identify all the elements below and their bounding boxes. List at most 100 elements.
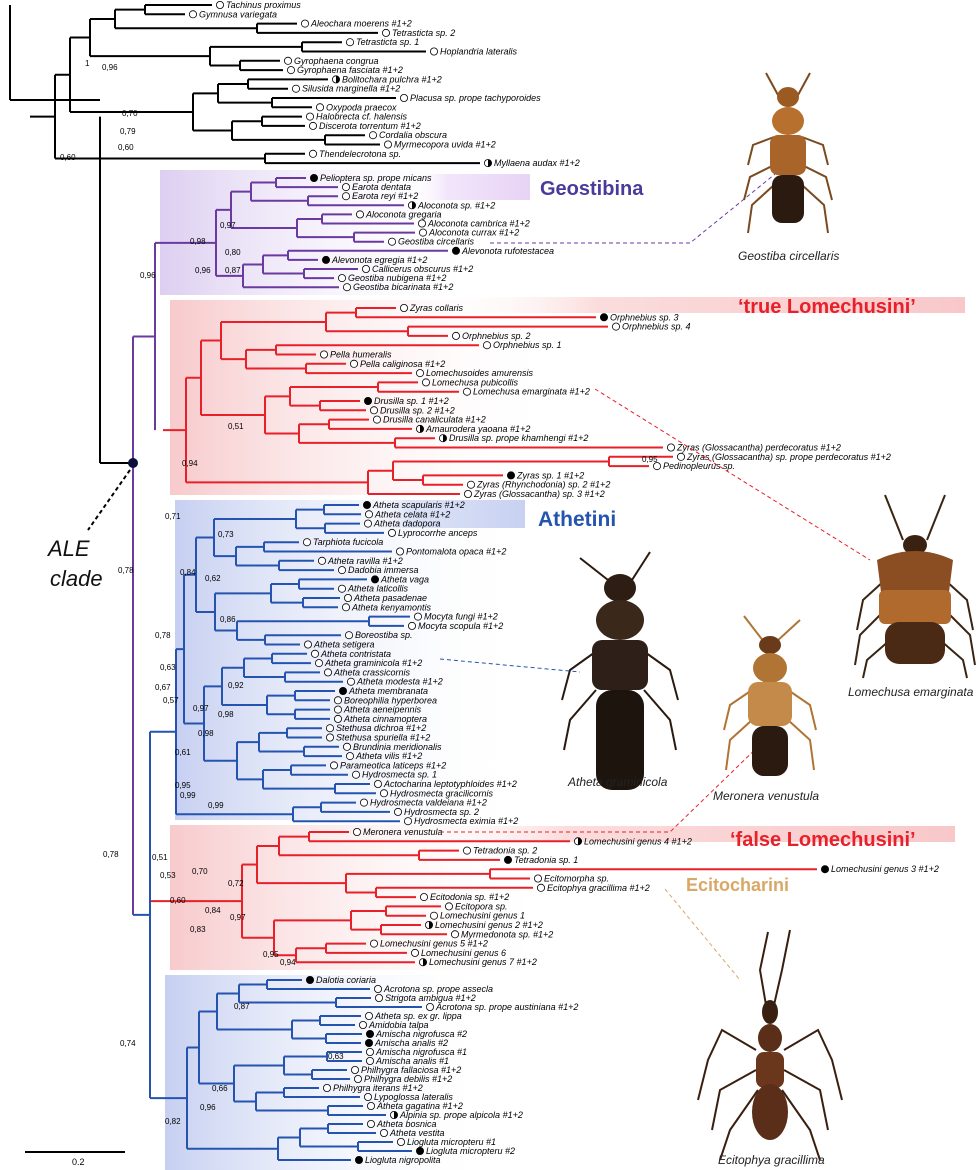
symbol-open-icon [369,406,378,415]
symbol-filled-icon [321,255,330,264]
tip-label: Zyras (Glossacantha) sp. prope perdecora… [686,452,891,462]
symbol-open-icon [345,38,354,47]
tip-athetini-27: Atheta vilis #1+2 [345,751,422,761]
tip-athetini-23: Atheta cinnamoptera [333,714,427,724]
tip-label: Zyras (Glossacantha) sp. 3 #1+2 [473,489,605,499]
tip-athetini2-19: Liogluta micropteru #2 [415,1146,515,1156]
symbol-open-icon [325,724,334,733]
tip-label: Tetrasticta sp. 1 [356,37,419,47]
support-value: 0,86 [220,615,236,624]
tip-label: Atheta sp. ex gr. lippa [374,1011,462,1021]
symbol-open-icon [379,789,388,798]
tip-true_lomechusini-5: Pella humeralis [319,350,392,360]
tip-true_lomechusini-15: Zyras (Glossacantha) perdecoratus #1+2 [667,443,841,453]
tip-true_lomechusini-8: Lomechusa pubicollis [421,377,519,387]
tip-geostibina-6: Aloconota currax #1+2 [418,228,519,238]
tip-geostibina-12: Geostiba bicarinata #1+2 [342,282,453,292]
tip-athetini2-10: Philhygra fallaciosa #1+2 [350,1065,461,1075]
symbol-open-icon [286,66,295,75]
tip-athetini2-0: Dalotia coriaria [305,975,376,985]
tip-athetini-10: Atheta pasadenae [343,593,427,603]
symbol-open-icon [345,752,354,761]
tip-false_lomechusini-7: Ecitodonia sp. #1+2 [419,892,509,902]
tip-label: Pelioptera sp. prope micans [320,173,432,183]
tip-label: Gyrophaena congrua [294,56,379,66]
tip-label: Atheta scapularis #1+2 [372,500,465,510]
support-value: 0,78 [155,631,171,640]
tip-label: Gyrophaena fasciata #1+2 [297,65,403,75]
symbol-filled-icon [600,313,609,322]
tip-label: Orphnebius sp. 3 [610,312,679,322]
tip-label: Boreophilia hyperborea [344,695,437,705]
symbol-open-icon [341,183,350,192]
tip-athetini-2: Atheta dadopora [363,519,441,529]
symbol-open-icon [374,994,383,1003]
tip-label: Hydrosmecta sp. 2 [404,807,479,817]
symbol-open-icon [363,1093,372,1102]
tip-athetini-22: Atheta aeneipennis [333,705,422,715]
symbol-open-icon [399,94,408,103]
symbol-open-icon [373,985,382,994]
tip-athetini-12: Mocyta fungi #1+2 [413,612,498,622]
support-value: 0,60 [60,153,76,162]
tip-label: Stethusa dichroa #1+2 [336,723,426,733]
tip-basal-2: Aleochara moerens #1+2 [300,19,412,29]
symbol-open-icon [372,415,381,424]
tip-false_lomechusini-10: Lomechusini genus 2 #1+2 [424,920,543,930]
symbol-open-icon [325,733,334,742]
tip-label: Acrotona sp. prope assecla [383,984,493,994]
symbol-open-icon [368,131,377,140]
tip-false_lomechusini-14: Lomechusini genus 7 #1+2 [418,957,537,967]
support-value: 0,87 [225,266,241,275]
tip-false_lomechusini-9: Lomechusini genus 1 [429,911,525,921]
tip-athetini-7: Dadobia immersa [337,565,419,575]
tip-label: Ecitomorpha sp. [544,874,609,884]
tip-label: Myllaena audax #1+2 [494,158,580,168]
ale-node-marker [128,458,138,468]
tip-basal-5: Hoplandria lateralis [429,47,518,57]
tip-basal-17: Myllaena audax #1+2 [483,158,580,168]
symbol-open-icon [337,566,346,575]
symbol-open-icon [314,659,323,668]
tip-athetini2-1: Acrotona sp. prope assecla [373,984,493,994]
tip-label: Atheta vaga [380,574,429,584]
tip-geostibina-3: Aloconota sp. #1+2 [407,200,495,210]
support-value: 0,73 [218,530,234,539]
tip-label: Liogluta micropteru #1 [407,1137,496,1147]
tip-athetini-30: Actocharina leptotyphloides #1+2 [373,779,517,789]
tip-label: Atheta vestita [389,1128,445,1138]
symbol-open-icon [323,668,332,677]
symbol-open-icon [349,359,358,368]
symbol-open-icon [396,1138,405,1147]
tip-label: Atheta pasadenae [353,593,427,603]
tip-false_lomechusini-4: Lomechusini genus 3 #1+2 [821,864,939,874]
tip-label: Atheta contristata [320,649,391,659]
tip-athetini2-9: Amischa analis #1 [365,1056,449,1066]
tip-true_lomechusini-17: Pedinopleurus sp. [653,461,735,471]
support-value: 0,71 [165,512,181,521]
support-value: 0,78 [103,850,119,859]
tip-athetini-33: Hydrosmecta sp. 2 [393,807,479,817]
tip-true_lomechusini-19: Zyras (Rhynchodonia) sp. 2 #1+2 [466,480,610,490]
tip-basal-1: Gymnusa variegata [188,9,277,19]
support-value: 0,96 [195,266,211,275]
tip-label: Lyprocorrhe anceps [398,528,478,538]
tip-athetini-32: Hydrosmecta valdeiana #1+2 [359,798,487,808]
support-value: 0,60 [118,143,134,152]
tip-label: Ecitopora sp. [455,901,508,911]
tip-label: Atheta gagatina #1+2 [376,1101,463,1111]
clade-title-athetini: Athetini [538,508,616,531]
symbol-open-icon [534,874,543,883]
symbol-open-icon [361,264,370,273]
support-value: 0,97 [220,221,236,230]
tip-athetini-15: Atheta setigera [303,640,375,650]
tip-label: Hydrosmecta sp. 1 [362,770,437,780]
support-value: 0,95 [175,781,191,790]
tree-branches [9,4,817,1161]
tip-geostibina-8: Alevonota rufotestacea [451,246,554,256]
tip-label: Amischa nigrofusca #1 [375,1047,467,1057]
symbol-open-icon [403,817,412,826]
tip-label: Mocyta scopula #1+2 [418,621,503,631]
tip-label: Atheta membranata [348,686,428,696]
